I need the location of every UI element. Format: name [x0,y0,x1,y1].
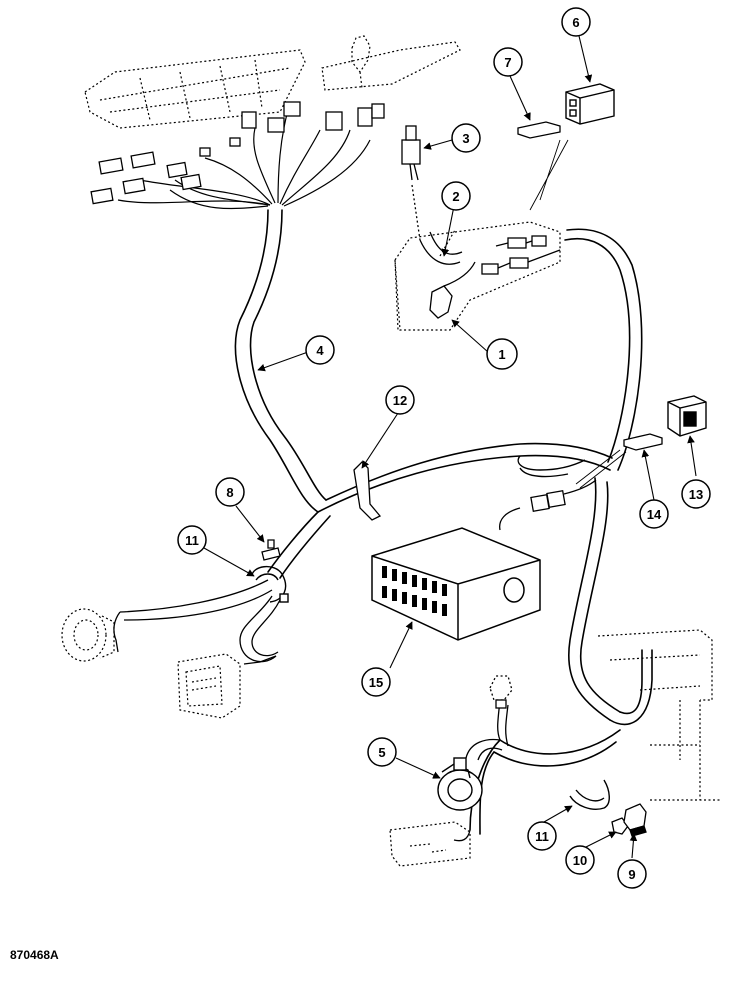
callout-15: 15 [361,667,391,697]
callout-12-label: 12 [393,393,407,408]
harness-loop-near-15 [517,455,586,478]
callout-5: 5 [367,737,397,767]
leader-lines [203,35,697,859]
connector-plugs [90,101,385,205]
housing-connectors [481,235,561,275]
callout-10: 10 [565,845,595,875]
callout-7: 7 [493,47,523,77]
instrument-panel-outline [84,49,306,129]
callout-15-label: 15 [369,675,383,690]
callout-14-label: 14 [647,507,662,522]
callout-7-label: 7 [504,55,511,70]
relay-item-13 [667,395,707,437]
callout-8: 8 [215,477,245,507]
work-lamp-rect-outline [177,653,241,719]
terminal-item-14 [623,433,663,451]
callout-8-label: 8 [226,485,233,500]
mounting-bracket-outline [321,35,461,91]
callout-10-label: 10 [573,853,587,868]
main-harness-trunk [234,209,653,835]
callout-13: 13 [681,479,711,509]
callout-12: 12 [385,385,415,415]
callout-13-label: 13 [689,487,703,502]
callout-11-lower: 11 [527,821,557,851]
callout-9: 9 [617,859,647,889]
callout-11-upper: 11 [177,525,207,555]
cab-frame-outline [597,629,720,801]
rocker-switch-item-1 [429,261,476,319]
figure-code: 870468A [10,948,59,962]
callout-5-label: 5 [378,745,385,760]
clip-item-8 [261,539,281,561]
inline-connector-pair [499,479,597,531]
callout-9-label: 9 [628,867,635,882]
callout-6-label: 6 [572,15,579,30]
gauge-item-5 [437,757,483,811]
callout-14: 14 [639,499,669,529]
lamp-branches [113,579,281,665]
cable-tie-item-11-lower [569,779,610,810]
cable-tie-item-11-upper [251,566,289,603]
callout-4: 4 [305,335,335,365]
connector-fan [117,109,371,210]
terminal-14-lead [575,449,627,489]
lower-frame-outline [389,821,471,867]
callout-3-label: 3 [462,131,469,146]
clip-item-9 [623,803,647,837]
work-lamp-round-outline [61,608,115,662]
callout-3: 3 [451,123,481,153]
callout-1-label: 1 [498,347,505,362]
callout-1: 1 [486,338,518,370]
callout-6: 6 [561,7,591,37]
callout-2-label: 2 [452,189,459,204]
controller-slots [382,566,447,616]
terminal-item-7 [517,121,561,139]
callout-4-label: 4 [316,343,324,358]
controller-box-item-15 [371,527,541,641]
upper-connector-near-5 [489,675,513,709]
callout-11-lower-label: 11 [535,829,549,844]
callout-11-upper-label: 11 [185,533,199,548]
relay-item-6 [565,83,615,125]
callout-2: 2 [441,181,471,211]
switch-item-3 [401,125,421,181]
relay-lead-lines [529,139,569,211]
clip-item-12 [353,461,382,521]
